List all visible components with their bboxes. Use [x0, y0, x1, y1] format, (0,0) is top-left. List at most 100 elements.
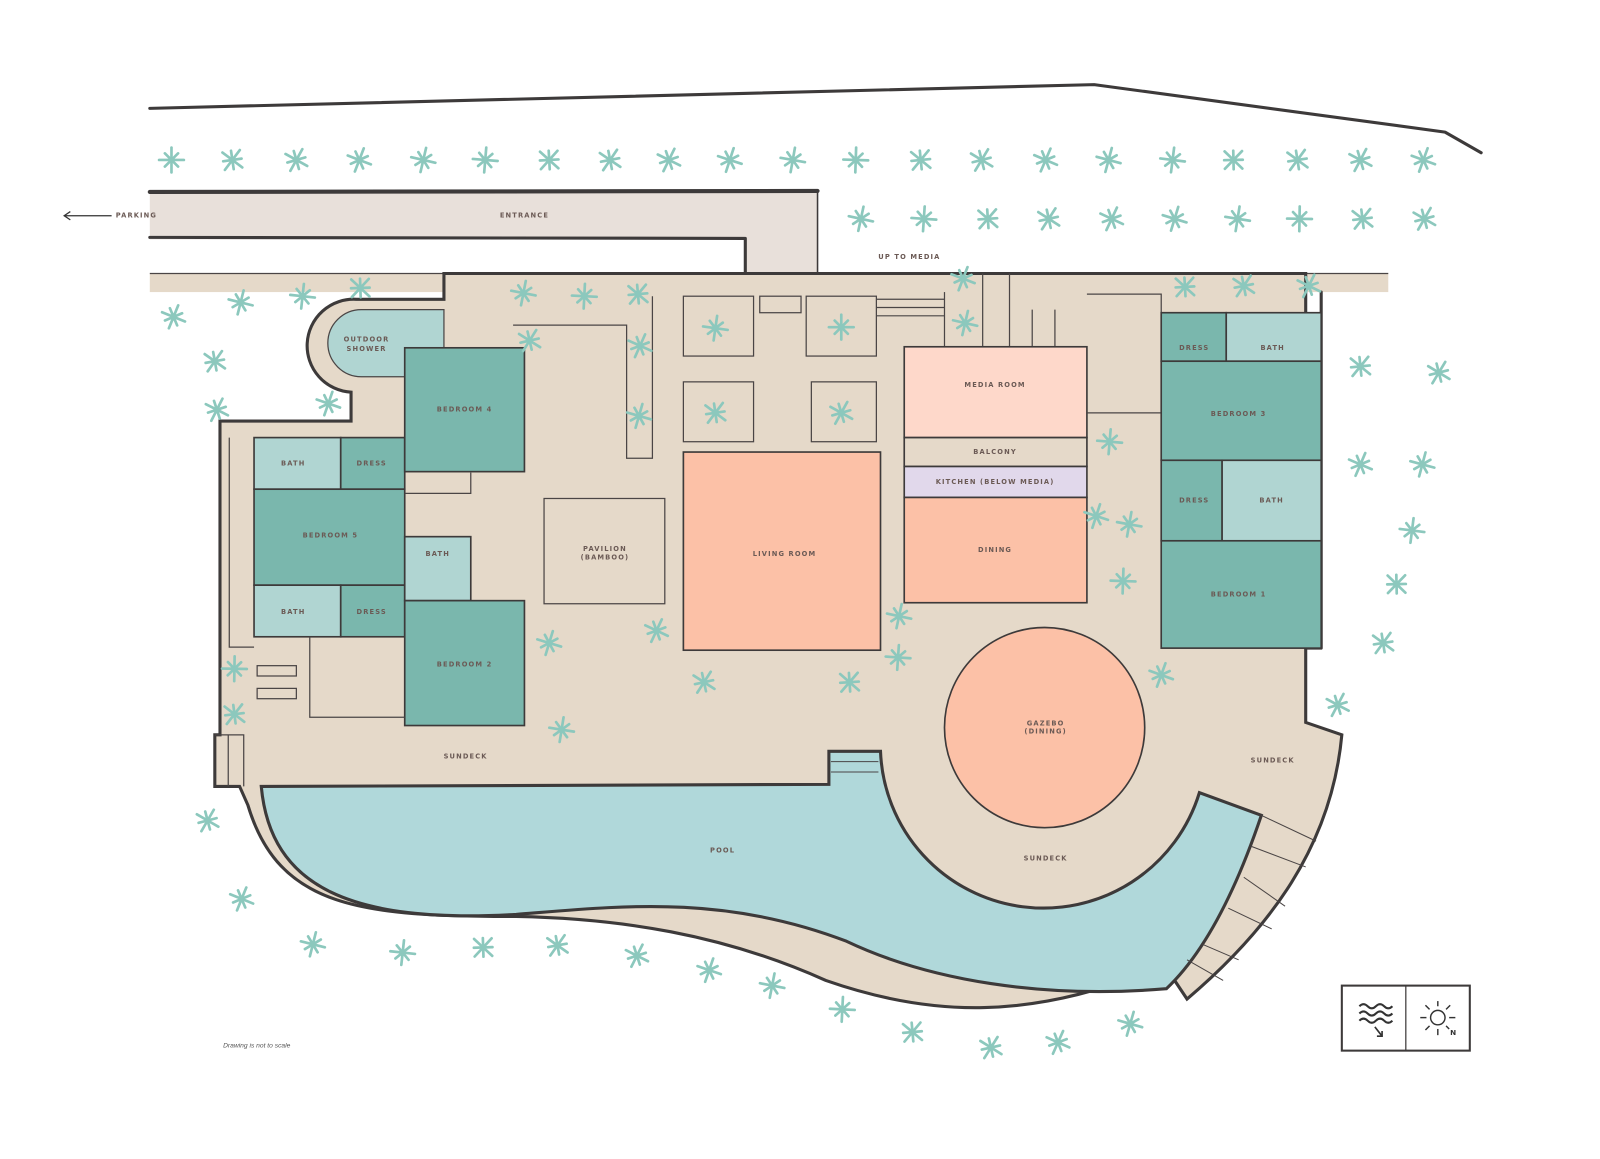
palm-frond	[910, 216, 926, 221]
palm-frond	[1108, 427, 1112, 444]
palm-frond	[560, 722, 571, 732]
palm-frond	[980, 156, 992, 162]
palm-frond	[206, 819, 220, 829]
entrance-label: ENTRANCE	[500, 212, 549, 220]
palm-trees	[157, 146, 1451, 1060]
palm-frond	[655, 617, 664, 632]
planter	[682, 381, 755, 443]
palm-tree-icon	[1083, 502, 1110, 530]
palm-frond	[1359, 355, 1370, 368]
palm-frond	[1094, 514, 1110, 522]
palm-frond	[160, 310, 175, 319]
palm-frond	[982, 1046, 993, 1060]
palm-frond	[1307, 281, 1319, 288]
palm-frond	[401, 951, 417, 956]
palm-frond	[547, 158, 560, 162]
palm-frond	[1410, 529, 1426, 534]
palm-frond	[702, 678, 715, 684]
north-label: N	[1450, 1028, 1456, 1037]
palm-frond	[989, 1046, 1003, 1056]
palm-frond	[522, 291, 537, 297]
palm-frond	[322, 402, 330, 417]
palm-frond	[885, 612, 901, 618]
palm-tree-icon	[517, 328, 542, 353]
palm-frond	[582, 294, 586, 310]
stairs-up-to-media	[876, 273, 1056, 347]
palm-frond	[1386, 574, 1398, 586]
entrance-driveway	[149, 190, 818, 274]
up-to-media-label: UP TO MEDIA	[878, 253, 940, 261]
palm-frond	[1236, 217, 1252, 223]
palm-frond	[1359, 155, 1371, 162]
palm-frond	[896, 656, 912, 660]
palm-frond	[509, 289, 525, 295]
bedroom-2	[403, 599, 526, 727]
palm-frond	[1353, 158, 1362, 173]
palm-frond	[471, 157, 487, 162]
palm-frond	[311, 931, 318, 946]
palm-tree-icon	[1174, 276, 1196, 298]
palm-frond	[1422, 154, 1434, 162]
palm-frond	[401, 945, 412, 954]
palm-frond	[633, 344, 642, 359]
stair-landing	[759, 295, 802, 314]
palm-frond	[558, 728, 563, 744]
palm-frond	[1039, 158, 1047, 173]
palm-frond	[1044, 147, 1052, 162]
palm-frond	[215, 397, 224, 412]
palm-frond	[1107, 158, 1122, 165]
palm-frond	[724, 158, 732, 174]
palm-tree-icon	[204, 397, 230, 423]
palm-frond	[608, 148, 619, 162]
palm-frond	[225, 712, 236, 726]
sundeck-label: SUNDECK	[1251, 757, 1295, 765]
palm-frond	[1128, 1010, 1136, 1026]
palm-frond	[240, 886, 248, 901]
palm-frond	[839, 400, 849, 415]
palm-frond	[884, 655, 900, 659]
palm-frond	[635, 943, 644, 958]
palm-tree-icon	[203, 349, 227, 373]
palm-frond	[922, 211, 933, 221]
palm-frond	[951, 318, 967, 325]
palm-frond	[986, 216, 999, 221]
palm-frond	[1108, 434, 1119, 444]
palm-frond	[1105, 217, 1114, 232]
palm-frond	[195, 812, 209, 822]
palm-frond	[521, 339, 531, 353]
palm-tree-icon	[546, 933, 569, 957]
palm-frond	[301, 294, 317, 299]
palm-frond	[1110, 214, 1122, 221]
palm-frond	[1381, 631, 1392, 645]
palm-tree-icon	[828, 995, 857, 1024]
palm-frond	[702, 670, 713, 684]
kitchen-label: KITCHEN (BELOW MEDIA)	[936, 478, 1055, 486]
palm-frond	[295, 158, 309, 168]
palm-frond	[213, 358, 226, 363]
palm-frond	[791, 146, 797, 162]
palm-frond	[840, 1008, 844, 1024]
palm-frond	[215, 405, 228, 412]
palm-frond	[346, 154, 361, 162]
palm-frond	[980, 158, 994, 168]
palm-tree-icon	[1325, 692, 1350, 718]
palm-frond	[213, 359, 227, 370]
palm-frond	[963, 321, 979, 328]
palm-frond	[349, 278, 362, 290]
waves-icon	[1358, 1003, 1394, 1038]
palm-tree-icon	[570, 282, 599, 310]
palm-frond	[1127, 517, 1139, 526]
palm-frond	[1301, 284, 1311, 299]
courtyard-wall	[513, 296, 654, 459]
palm-frond	[1234, 217, 1239, 233]
palm-frond	[1286, 151, 1299, 162]
palm-frond	[848, 680, 861, 684]
balcony-label: BALCONY	[973, 448, 1017, 456]
palm-frond	[655, 626, 667, 632]
palm-frond	[638, 341, 651, 348]
planter	[805, 295, 877, 357]
palm-tree-icon	[195, 808, 220, 833]
palm-frond	[919, 158, 932, 170]
palm-tree-icon	[1222, 149, 1245, 171]
palm-frond	[1371, 634, 1385, 645]
